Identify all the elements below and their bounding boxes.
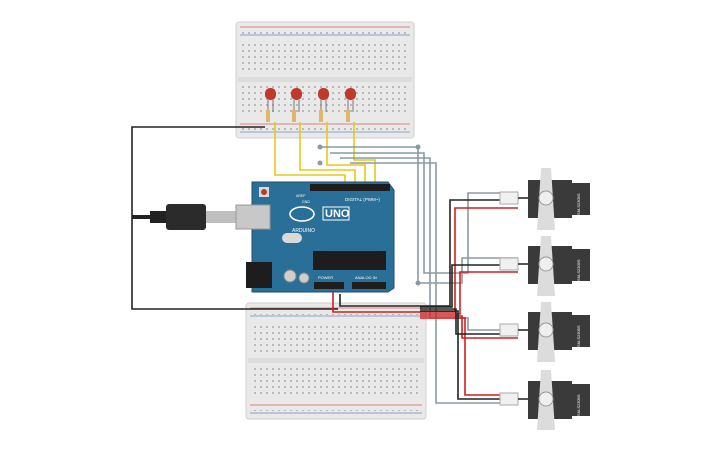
servo-model-label: SM-S2309S xyxy=(576,193,581,215)
wire-gnd-3 xyxy=(420,308,518,335)
led-4[interactable] xyxy=(345,88,356,122)
servo-model-label: SM-S2309S xyxy=(576,325,581,347)
aref-label: AREF xyxy=(296,194,305,198)
model-label: UNO xyxy=(325,208,350,220)
led-body xyxy=(318,88,329,100)
wire-servo-4 xyxy=(350,162,518,404)
wire-led-4 xyxy=(353,122,376,186)
wire-gnd-4 xyxy=(420,310,518,400)
led-body xyxy=(291,88,302,100)
brand-label: ARDUINO xyxy=(292,228,315,234)
usb-plug xyxy=(206,211,236,223)
arduino-uno[interactable]: ARDUINO UNO DIGITAL (PWM~) POWER ANALOG … xyxy=(235,181,395,293)
wire-power-4 xyxy=(420,317,518,396)
led-body xyxy=(345,88,356,100)
resistor xyxy=(292,110,296,122)
servo-model-label: SM-S2309S xyxy=(576,259,581,281)
servo-connector xyxy=(499,392,519,406)
power-jack xyxy=(246,262,272,288)
power-header xyxy=(314,282,344,289)
usb-jack xyxy=(235,204,271,230)
digital-header xyxy=(310,184,390,191)
wire-led-2 xyxy=(299,122,356,186)
servo-3[interactable]: SM-S2309S xyxy=(499,302,590,362)
usb-cable xyxy=(132,204,236,230)
led-2[interactable] xyxy=(291,88,302,122)
wire-servo-2 xyxy=(330,152,518,274)
servo-model-label: SM-S2309S xyxy=(576,394,581,416)
gnd-label: GND xyxy=(302,200,310,204)
wire-servo-1 xyxy=(320,146,518,284)
wire-power-1 xyxy=(332,207,518,313)
breadboard-bottom xyxy=(245,302,427,420)
servo-1[interactable]: SM-S2309S xyxy=(499,168,590,230)
wire-gnd-2 xyxy=(420,264,518,308)
servo-connector xyxy=(499,323,519,337)
mcu-chip xyxy=(313,251,386,270)
resistor xyxy=(346,110,350,122)
servo-connector xyxy=(499,191,519,205)
resistor xyxy=(266,110,270,122)
wire-power-3 xyxy=(420,315,518,339)
wires xyxy=(131,122,518,404)
crystal xyxy=(282,233,302,243)
led-group xyxy=(265,88,356,122)
resistor xyxy=(319,110,323,122)
led-3[interactable] xyxy=(318,88,329,122)
infinity-logo xyxy=(289,206,315,222)
analog-header xyxy=(352,282,386,289)
wire-power-2 xyxy=(420,271,518,315)
servo-4[interactable]: SM-S2309S xyxy=(499,370,590,430)
wire-led-1 xyxy=(274,122,346,186)
analog-label: ANALOG IN xyxy=(355,275,377,280)
wire-led-3 xyxy=(326,122,366,186)
led-body xyxy=(265,88,276,100)
servo-2[interactable]: SM-S2309S xyxy=(499,236,590,296)
wire-gnd-1 xyxy=(339,199,518,307)
breadboard-top xyxy=(235,21,415,139)
power-label: POWER xyxy=(318,275,333,280)
digital-label: DIGITAL (PWM~) xyxy=(345,197,380,202)
led-1[interactable] xyxy=(265,88,276,122)
servo-connector xyxy=(499,257,519,271)
